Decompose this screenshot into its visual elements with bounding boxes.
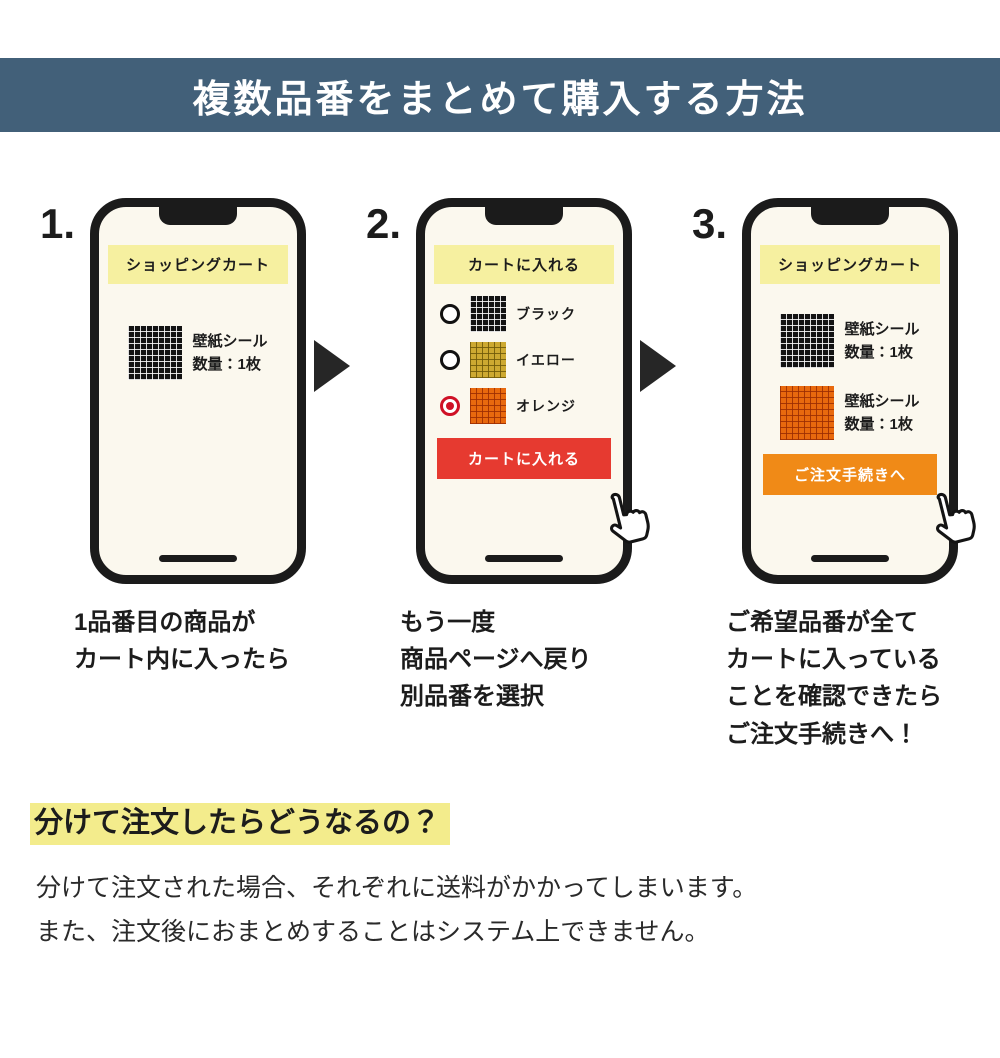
cart-screen-title: ショッピングカート (760, 245, 940, 284)
color-option-label: オレンジ (516, 398, 576, 414)
orange-swatch (470, 388, 506, 424)
radio-button[interactable] (440, 350, 460, 370)
checkout-button[interactable]: ご注文手続きへ (763, 454, 937, 495)
title-banner: 複数品番をまとめて購入する方法 (0, 58, 1000, 132)
phone-notch (811, 206, 889, 225)
step-3: 3. ショッピングカート 壁紙シール 数量：1枚 壁紙シール 数量：1枚 ご注文… (692, 198, 976, 753)
color-option-label: ブラック (516, 306, 576, 322)
cart-item: 壁紙シール 数量：1枚 (760, 314, 940, 368)
home-indicator (811, 555, 889, 562)
home-indicator (159, 555, 237, 562)
radio-button-selected[interactable] (440, 396, 460, 416)
footer-body-text: 分けて注文された場合、それぞれに送料がかかってしまいます。 また、注文後におまと… (36, 873, 758, 946)
step-2: 2. カートに入れる ブラック イエロー (366, 198, 650, 716)
footer-note: 分けて注文したらどうなるの？ 分けて注文された場合、それぞれに送料がかかってしま… (30, 799, 1000, 955)
color-options: ブラック イエロー オレンジ (434, 296, 614, 424)
step-2-caption: もう一度 商品ページへ戻り 別品番を選択 (400, 609, 592, 711)
phone-notch (485, 206, 563, 225)
cart-item: 壁紙シール 数量：1枚 (108, 326, 288, 380)
cart-screen-title: ショッピングカート (108, 245, 288, 284)
step-3-caption: ご希望品番が全て カートに入っている ことを確認できたら ご注文手続きへ！ (726, 609, 942, 748)
cart-item: 壁紙シール 数量：1枚 (760, 386, 940, 440)
cart-item-label: 壁紙シール 数量：1枚 (844, 320, 920, 361)
hand-cursor-icon (936, 492, 976, 544)
arrow-right-icon (314, 340, 350, 392)
step-1: 1. ショッピングカート 壁紙シール 数量：1枚 1品番目の商品が カート内に入… (40, 198, 308, 678)
phone-notch (159, 206, 237, 225)
yellow-swatch (470, 342, 506, 378)
phone-2-screen: カートに入れる ブラック イエロー (425, 207, 623, 479)
cart-item-label: 壁紙シール 数量：1枚 (844, 392, 920, 433)
color-option-orange[interactable]: オレンジ (440, 388, 608, 424)
color-option-yellow[interactable]: イエロー (440, 342, 608, 378)
cart-item-label: 壁紙シール 数量：1枚 (192, 332, 268, 373)
add-to-cart-screen-title: カートに入れる (434, 245, 614, 284)
steps-row: 1. ショッピングカート 壁紙シール 数量：1枚 1品番目の商品が カート内に入… (0, 198, 1000, 753)
add-to-cart-button[interactable]: カートに入れる (437, 438, 611, 479)
footer-heading: 分けて注文したらどうなるの？ (30, 799, 451, 845)
highlighted-heading-text: 分けて注文したらどうなるの？ (30, 802, 451, 845)
page-title: 複数品番をまとめて購入する方法 (192, 78, 808, 121)
color-option-label: イエロー (516, 352, 576, 368)
black-swatch (128, 326, 183, 380)
phone-3-screen: ショッピングカート 壁紙シール 数量：1枚 壁紙シール 数量：1枚 ご注文手続き… (751, 207, 949, 495)
phone-3: ショッピングカート 壁紙シール 数量：1枚 壁紙シール 数量：1枚 ご注文手続き… (742, 198, 976, 584)
arrow-right-icon (640, 340, 676, 392)
phone-2: カートに入れる ブラック イエロー (416, 198, 650, 584)
black-swatch (780, 314, 835, 368)
phone-1-screen: ショッピングカート 壁紙シール 数量：1枚 (99, 207, 297, 380)
step-1-number: 1. (40, 200, 76, 247)
step-2-number: 2. (366, 200, 402, 247)
step-3-number: 3. (692, 200, 728, 247)
home-indicator (485, 555, 563, 562)
black-swatch (470, 296, 506, 332)
phone-1: ショッピングカート 壁紙シール 数量：1枚 (90, 198, 306, 584)
step-1-caption: 1品番目の商品が カート内に入ったら (74, 609, 290, 674)
color-option-black[interactable]: ブラック (440, 296, 608, 332)
hand-cursor-icon (610, 492, 650, 544)
radio-button[interactable] (440, 304, 460, 324)
orange-swatch (780, 386, 835, 440)
